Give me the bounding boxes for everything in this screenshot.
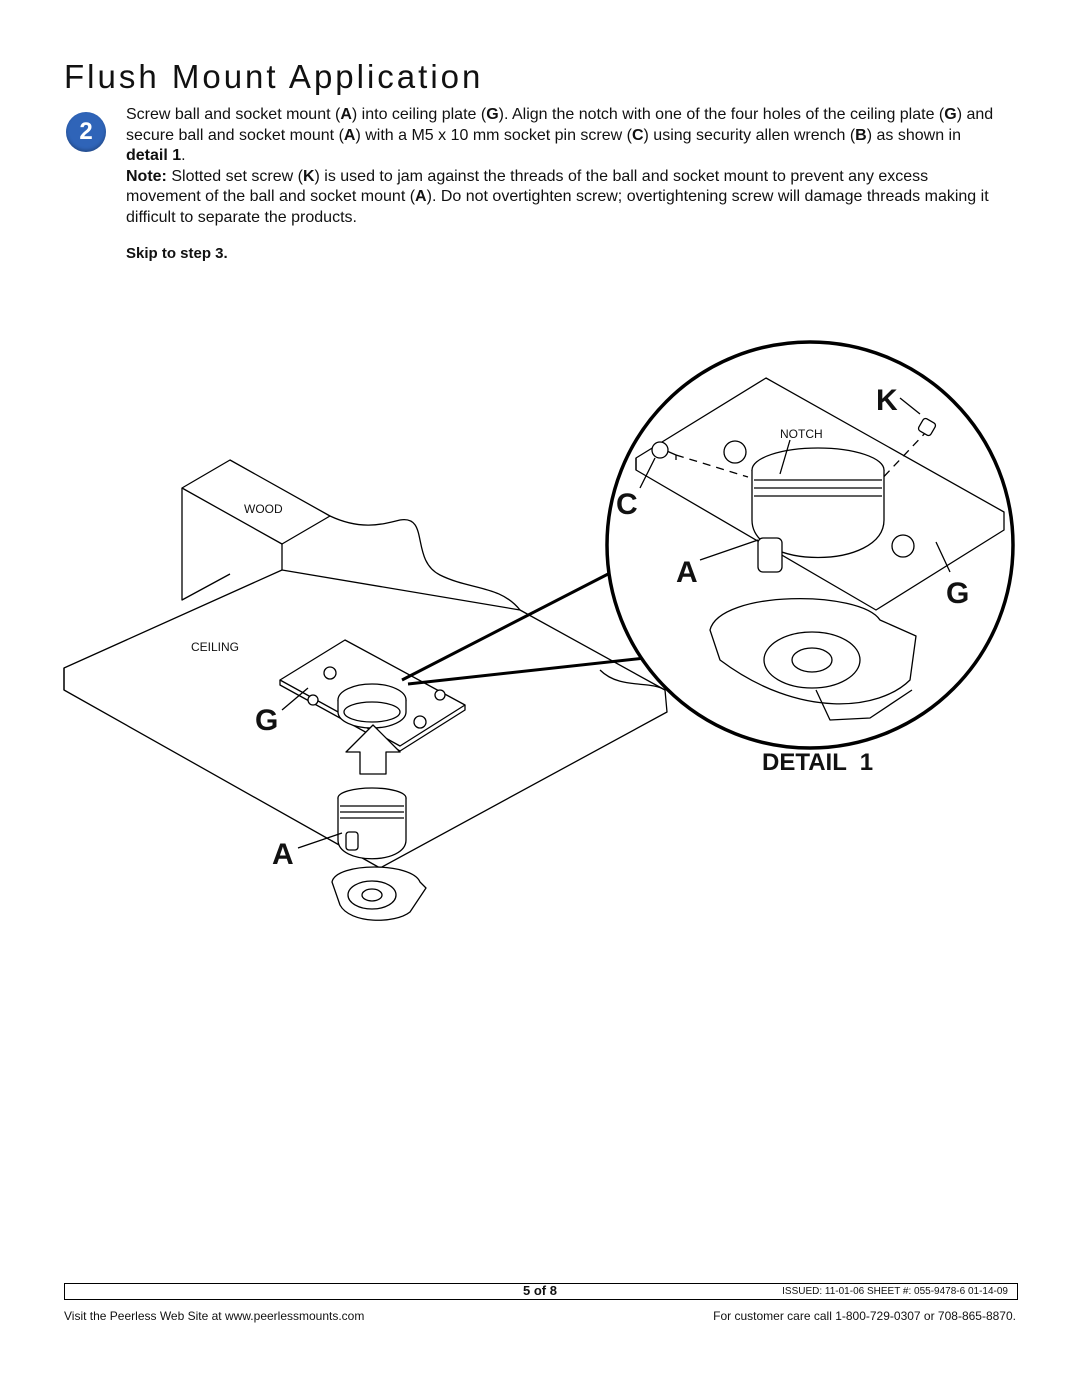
notch-label: NOTCH xyxy=(780,427,823,441)
note-paragraph: Note: Slotted set screw (K) is used to j… xyxy=(126,167,989,226)
page-title: Flush Mount Application xyxy=(64,58,484,95)
footer-bar xyxy=(64,1283,1018,1300)
ceiling-plate xyxy=(279,639,466,752)
page-number: 5 of 8 xyxy=(523,1283,557,1298)
set-screw-label: K xyxy=(876,384,898,417)
detail-view xyxy=(635,377,1005,721)
detail-mount-label: A xyxy=(676,556,698,589)
step-number-badge: 2 xyxy=(66,112,106,152)
website-note: Visit the Peerless Web Site at www.peerl… xyxy=(64,1309,365,1323)
mount-label: A xyxy=(272,838,294,871)
pin-screw-label: C xyxy=(616,488,638,521)
ball-socket-mount xyxy=(331,787,427,921)
wood-beam xyxy=(181,459,521,611)
customer-care-note: For customer care call 1-800-729-0307 or… xyxy=(713,1309,1016,1323)
instruction-paragraph: Screw ball and socket mount (A) into cei… xyxy=(126,106,994,164)
issue-info: ISSUED: 11-01-06 SHEET #: 055-9478-6 01-… xyxy=(782,1286,1008,1297)
detail-title: DETAIL 1 xyxy=(762,749,873,776)
skip-instruction: Skip to step 3. xyxy=(126,245,228,262)
ceiling-label: CEILING xyxy=(191,640,239,654)
wood-label: WOOD xyxy=(244,502,283,516)
detail-plate-label: G xyxy=(946,577,969,610)
insertion-arrow xyxy=(345,724,401,775)
ceiling-plate-label: G xyxy=(255,704,278,737)
step-instructions: Screw ball and socket mount (A) into cei… xyxy=(126,105,1006,228)
